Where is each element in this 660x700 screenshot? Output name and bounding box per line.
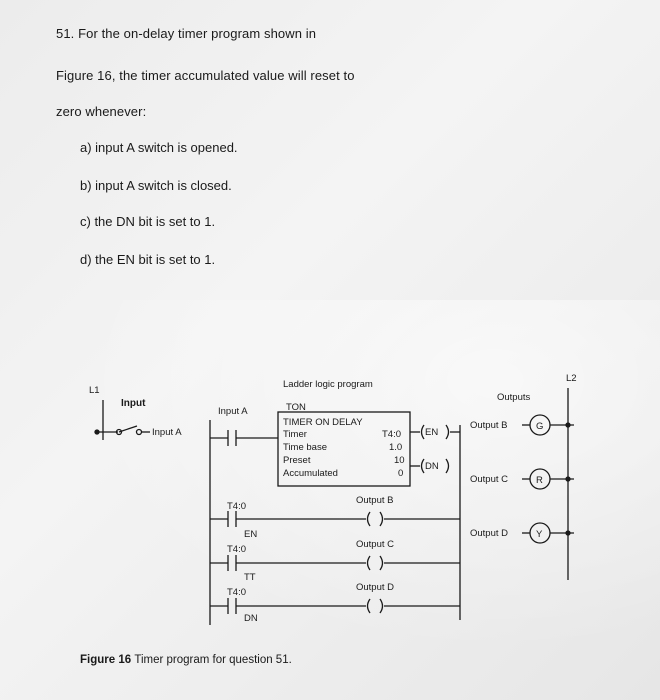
l1-label: L1	[89, 385, 100, 396]
coil-c-right	[379, 555, 384, 571]
lamp-r-node	[565, 476, 571, 482]
coil-d-right	[379, 598, 384, 614]
en-coil-left	[420, 424, 425, 440]
output-d-label: Output D	[470, 528, 508, 539]
rung4-coil-label: Output D	[356, 582, 394, 593]
caption-text: Timer program for question 51.	[134, 654, 292, 666]
option-b: b) input A switch is closed.	[80, 178, 232, 193]
rung3-coil-label: Output C	[356, 539, 394, 550]
ton-title: TON	[286, 402, 306, 413]
ton-accum-value: 0	[398, 468, 403, 479]
outputs-label: Outputs	[497, 392, 531, 403]
paper-shading	[0, 300, 660, 700]
switch-pivot	[115, 428, 123, 436]
coil-c-left	[366, 555, 371, 571]
ton-timebase-value: 1.0	[389, 442, 402, 453]
switch-blade	[118, 425, 138, 433]
question-line-3: zero whenever:	[56, 104, 147, 119]
rung2-bit-label: EN	[244, 529, 257, 540]
lamp-r-letter: R	[536, 475, 543, 486]
coil-d-left	[366, 598, 371, 614]
input-switch-label: Input A	[152, 427, 182, 438]
ton-preset-value: 10	[394, 455, 405, 466]
output-b-label: Output B	[470, 420, 508, 431]
coil-b-left	[366, 511, 371, 527]
rung3-contact-label: T4:0	[227, 544, 246, 555]
ton-en-bit: EN	[425, 427, 438, 438]
coil-b-right	[379, 511, 384, 527]
option-d: d) the EN bit is set to 1.	[80, 252, 216, 267]
question-line-2: Figure 16, the timer accumulated value w…	[56, 68, 355, 83]
l2-label: L2	[566, 373, 577, 384]
switch-contact	[135, 428, 143, 436]
caption-figure-number: Figure 16	[80, 654, 132, 666]
diagram-heading: Ladder logic program	[283, 379, 373, 390]
rung4-bit-label: DN	[244, 613, 258, 624]
figure-caption: Figure 16 Timer program for question 51.	[80, 654, 292, 666]
rung3-bit-label: TT	[244, 572, 256, 583]
lamp-g-letter: G	[536, 421, 543, 432]
option-c: c) the DN bit is set to 1.	[80, 214, 216, 229]
ton-dn-bit: DN	[425, 461, 439, 472]
input-terminal	[94, 429, 100, 435]
ton-accum-label: Accumulated	[283, 468, 338, 479]
contact-input-a-label: Input A	[218, 406, 248, 417]
ton-subtitle: TIMER ON DELAY	[283, 417, 363, 428]
ton-timer-label: Timer	[283, 429, 307, 440]
lamp-y-letter: Y	[536, 529, 543, 540]
dn-coil-right	[445, 458, 450, 474]
input-label: Input	[121, 398, 146, 409]
option-a: a) input A switch is opened.	[80, 140, 238, 155]
lamp-g-node	[565, 422, 571, 428]
rung4-contact-label: T4:0	[227, 587, 246, 598]
ton-preset-label: Preset	[283, 455, 311, 466]
output-c-label: Output C	[470, 474, 508, 485]
lamp-y-node	[565, 530, 571, 536]
rung2-coil-label: Output B	[356, 495, 394, 506]
ton-box	[277, 411, 411, 487]
ton-timer-value: T4:0	[382, 429, 401, 440]
rung2-contact-label: T4:0	[227, 501, 246, 512]
en-coil-right	[445, 424, 450, 440]
ton-timebase-label: Time base	[283, 442, 327, 453]
dn-coil-left	[420, 458, 425, 474]
question-title: 51. For the on-delay timer program shown…	[56, 26, 317, 41]
